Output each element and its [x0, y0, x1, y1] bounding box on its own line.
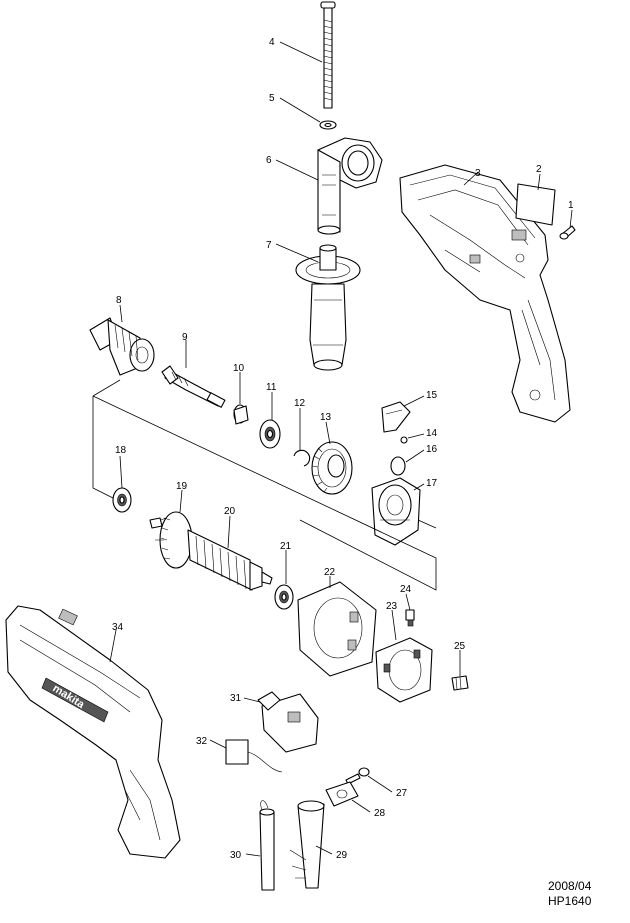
callout-22: 22: [324, 567, 336, 578]
callout-20: 20: [224, 506, 236, 517]
callout-5: 5: [269, 93, 275, 104]
callout-13: 13: [320, 412, 332, 423]
part-1-screw: [559, 225, 576, 240]
callout-31: 31: [230, 693, 242, 704]
part-34-housing-set: [5, 605, 181, 859]
callout-32: 32: [196, 736, 208, 747]
callout-4: 4: [269, 37, 275, 48]
part-17-gear-housing: [371, 477, 421, 546]
callout-27: 27: [396, 788, 408, 799]
callout-10: 10: [233, 363, 245, 374]
part-31-switch: [257, 691, 319, 753]
callout-3: 3: [475, 168, 481, 179]
diagram-date: 2008/04: [548, 879, 592, 893]
callout-9: 9: [182, 332, 188, 343]
callout-7: 7: [266, 240, 272, 251]
part-9-spindle: [161, 365, 226, 408]
part-8-drill-chuck: [89, 317, 155, 376]
callout-34: 34: [112, 622, 124, 633]
part-27-screw: [345, 767, 370, 785]
callout-18: 18: [115, 445, 127, 456]
callout-12: 12: [294, 398, 306, 409]
callout-29: 29: [336, 850, 348, 861]
part-30-cord: [259, 800, 275, 891]
leader-lines: [109, 41, 573, 857]
callout-21: 21: [280, 541, 292, 552]
model-number: HP1640: [548, 894, 592, 908]
part-4-bolt: [320, 1, 336, 109]
callout-6: 6: [266, 155, 272, 166]
part-2-label-plate: [515, 183, 556, 226]
part-16-o-ring: [390, 456, 406, 476]
callout-23: 23: [386, 601, 398, 612]
callout-19: 19: [176, 481, 188, 492]
part-10-sleeve: [233, 404, 249, 425]
part-13-spur-gear: [311, 441, 353, 495]
callout-24: 24: [400, 584, 412, 595]
part-3-housing: [399, 164, 571, 423]
part-5-washer: [319, 120, 337, 130]
part-11-ball-bearing: [259, 419, 281, 449]
callout-15: 15: [426, 390, 438, 401]
callout-11: 11: [266, 382, 277, 393]
part-28-strain-relief: [325, 781, 359, 807]
callout-14: 14: [426, 428, 438, 439]
part-18-ball-bearing: [112, 487, 132, 513]
part-6-grip-bracket: [317, 137, 383, 235]
part-14-steel-ball: [400, 436, 408, 444]
part-29-cord-guard: [289, 800, 325, 889]
callout-30: 30: [230, 850, 242, 861]
callout-2: 2: [536, 164, 542, 175]
part-15-change-lever: [381, 401, 411, 433]
callout-1: 1: [568, 200, 574, 211]
callout-17: 17: [426, 478, 438, 489]
part-23-brush-holder: [375, 637, 433, 703]
callout-8: 8: [116, 295, 122, 306]
callout-labels: 1 2 3 4 5 6 7 8 9 10 11 12 13 14 15 16 1…: [112, 37, 574, 861]
assembly-guide-lines: [92, 379, 437, 591]
part-7-side-handle: [295, 244, 361, 371]
part-21-ball-bearing: [274, 584, 294, 610]
callout-25: 25: [454, 641, 466, 652]
part-25-brush-cap: [451, 675, 469, 691]
part-24-carbon-brush: [405, 609, 415, 627]
callout-16: 16: [426, 444, 438, 455]
part-22-field: [297, 581, 377, 677]
part-32-capacitor: [225, 739, 283, 773]
part-20-armature: [149, 517, 273, 591]
part-12-retaining-ring: [293, 449, 311, 467]
callout-28: 28: [374, 808, 386, 819]
